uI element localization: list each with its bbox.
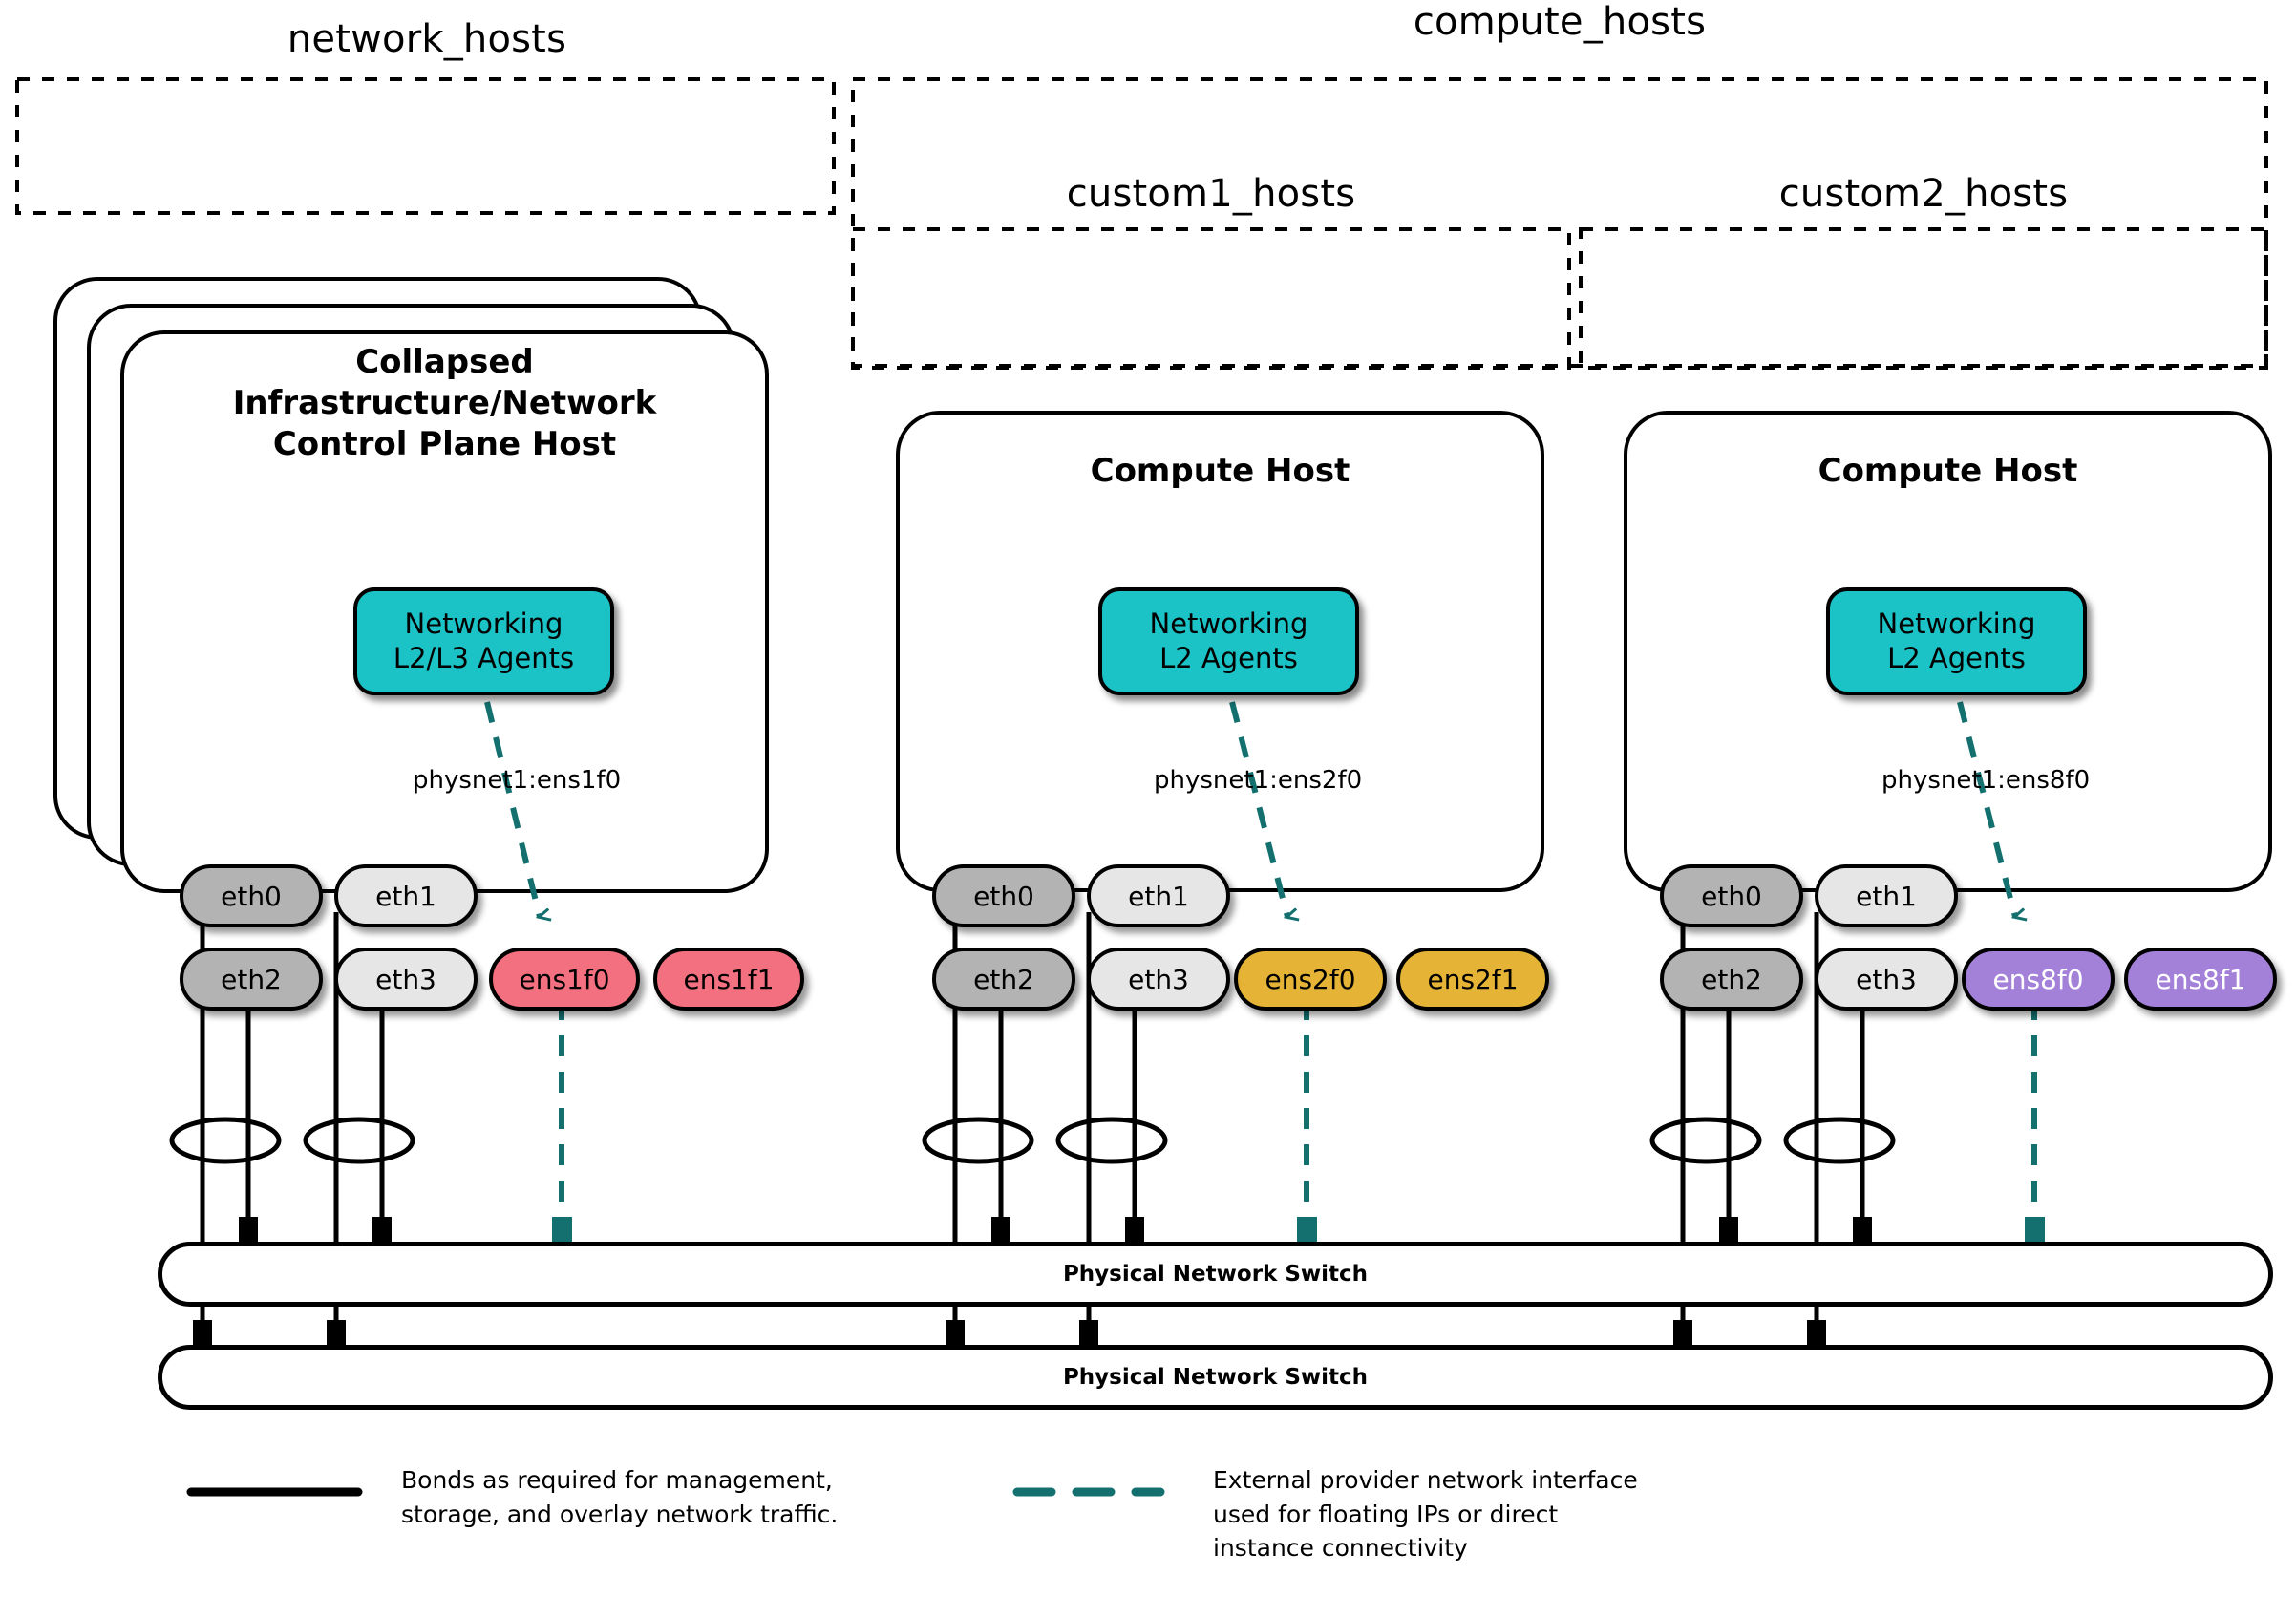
switch-terminators-host-2 [946,1217,1144,1347]
nic-ens2f0-host-2[interactable]: ens2f0 [1234,948,1387,1011]
bond-ellipse [922,1117,1034,1164]
nic-eth3-host-3[interactable]: eth3 [1815,948,1958,1011]
bond-ellipse [1649,1117,1762,1164]
provider-terminator-host-1 [552,1217,572,1244]
nic-ens2f1-host-2[interactable]: ens2f1 [1396,948,1549,1011]
provider-link-host-1 [484,701,540,917]
legend-provider-text: External provider network interface used… [1213,1466,1638,1562]
nic-ens8f1-host-3[interactable]: ens8f1 [2124,948,2277,1011]
physical-network-switch-bottom[interactable]: Physical Network Switch [158,1345,2273,1410]
physical-network-switch-top[interactable]: Physical Network Switch [158,1242,2273,1307]
agent-box-networking-l2-host-2: Networking L2 Agents [1826,587,2087,695]
group-boundary-custom1_hosts [851,227,1571,370]
nic-eth1-host-1[interactable]: eth1 [334,864,478,927]
physnet-label-host-2: physnet1:ens2f0 [1154,766,1363,795]
nic-eth3-host-2[interactable]: eth3 [1087,948,1230,1011]
host-title-compute-host-2: Compute Host [1818,452,2078,490]
bond-ellipse [1055,1117,1168,1164]
nic-eth0-host-2[interactable]: eth0 [932,864,1075,927]
bond-ellipse [169,1117,282,1164]
group-label-network-hosts: network_hosts [287,17,567,61]
group-boundary-network_hosts [15,77,836,215]
provider-link-host-3 [1957,701,2015,917]
nic-eth2-host-1[interactable]: eth2 [180,948,323,1011]
provider-terminator-host-2 [1297,1217,1317,1244]
bond-ellipse [303,1117,415,1164]
nic-ens1f0-host-1[interactable]: ens1f0 [489,948,640,1011]
nic-eth0-host-3[interactable]: eth0 [1660,864,1803,927]
nic-eth1-host-2[interactable]: eth1 [1087,864,1230,927]
host-title-collapsed-control-plane: Collapsed Infrastructure/Network Control… [232,343,657,463]
provider-terminator-host-3 [2025,1217,2045,1244]
bond-ellipses-host-3 [1649,1117,1896,1164]
host-title-compute-host-1: Compute Host [1090,452,1350,490]
nic-eth2-host-3[interactable]: eth2 [1660,948,1803,1011]
bond-ellipses-host-1 [169,1117,415,1164]
nic-eth1-host-3[interactable]: eth1 [1815,864,1958,927]
group-boundary-custom2_hosts [1579,227,2268,370]
nic-ens1f1-host-1[interactable]: ens1f1 [653,948,804,1011]
switch-terminators-host-1 [193,1217,392,1347]
group-boundary-compute_hosts [851,77,2268,368]
legend-bond-text: Bonds as required for management, storag… [401,1466,839,1528]
nic-eth0-host-1[interactable]: eth0 [180,864,323,927]
bond-ellipses-host-2 [922,1117,1168,1164]
provider-link-host-2 [1229,701,1287,917]
group-label-custom2-hosts: custom2_hosts [1778,172,2069,216]
switch-terminators-host-3 [1673,1217,1872,1347]
group-label-compute-hosts: compute_hosts [1413,0,1707,44]
bond-ellipse [1783,1117,1896,1164]
nic-eth2-host-2[interactable]: eth2 [932,948,1075,1011]
physnet-label-host-1: physnet1:ens1f0 [413,766,622,795]
physnet-label-host-3: physnet1:ens8f0 [1881,766,2091,795]
nic-ens8f0-host-3[interactable]: ens8f0 [1962,948,2115,1011]
agent-box-networking-l2l3: Networking L2/L3 Agents [353,587,614,695]
agent-box-networking-l2-host-1: Networking L2 Agents [1098,587,1359,695]
group-label-custom1-hosts: custom1_hosts [1066,172,1356,216]
group-boundaries [15,77,2268,370]
nic-eth3-host-1[interactable]: eth3 [334,948,478,1011]
